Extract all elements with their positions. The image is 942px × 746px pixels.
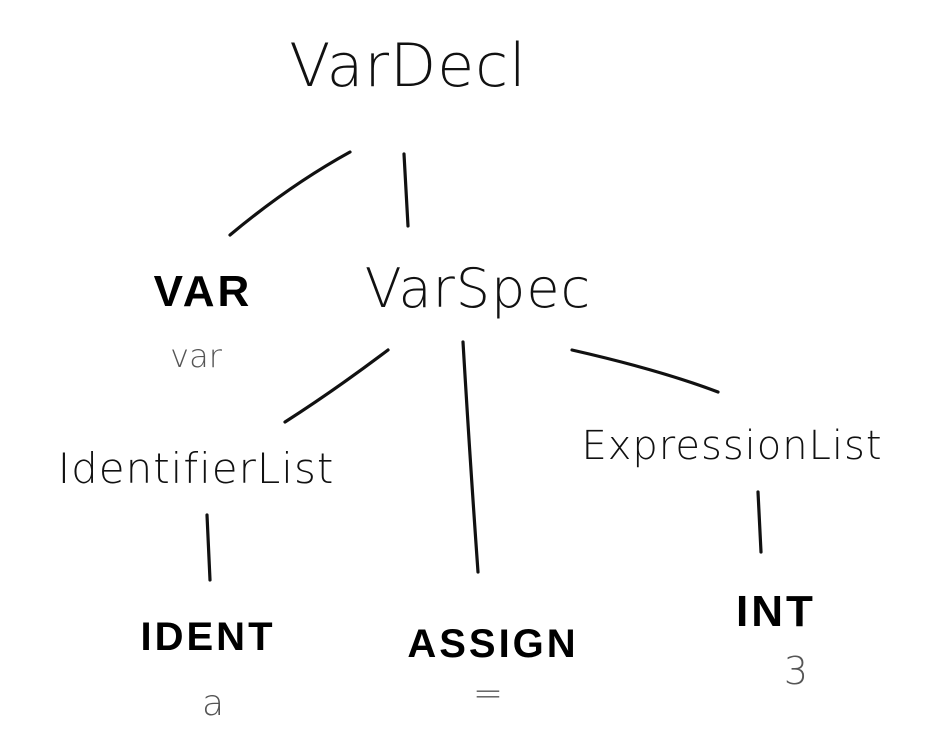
node-var-lexeme: var [170, 337, 222, 375]
node-expressionlist: ExpressionList [581, 423, 883, 469]
edge-varspec-expressionlist [570, 348, 720, 394]
edge-vardecl-var [228, 150, 352, 237]
node-ident-token: IDENT [140, 615, 276, 659]
node-ident-lexeme: a [201, 683, 225, 724]
edge-expressionlist-int [756, 490, 763, 554]
node-int-lexeme: 3 [783, 649, 809, 693]
node-assign-lexeme: = [472, 673, 504, 714]
node-assign-token: ASSIGN [407, 622, 579, 666]
edge-identifierlist-ident [205, 513, 212, 582]
edge-varspec-identifierlist [283, 348, 390, 424]
node-vardecl: VarDecl [289, 31, 527, 101]
node-identifierlist: IdentifierList [57, 444, 335, 493]
edge-varspec-assign [461, 340, 480, 574]
node-varspec: VarSpec [364, 257, 592, 320]
edge-vardecl-varspec [402, 152, 410, 228]
node-int-token: INT [736, 587, 816, 636]
node-var-token: VAR [153, 267, 253, 316]
